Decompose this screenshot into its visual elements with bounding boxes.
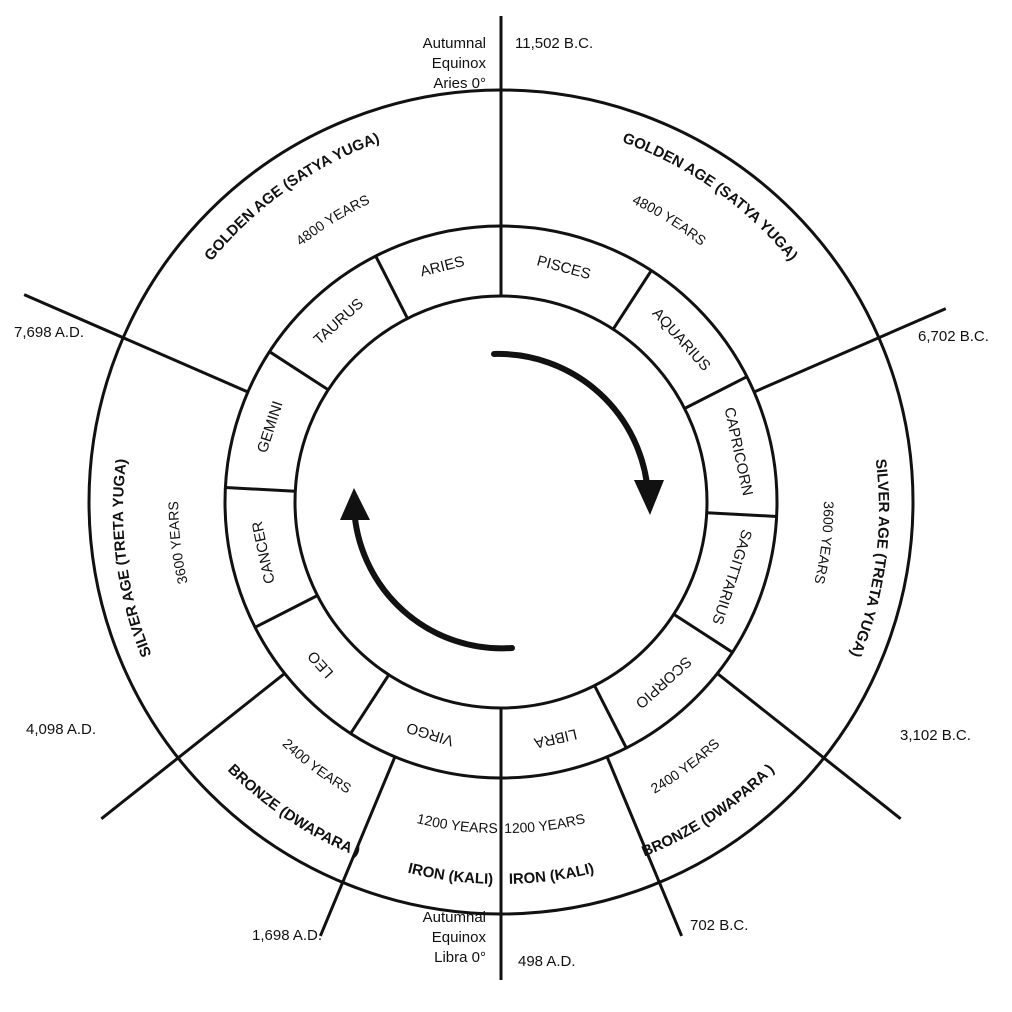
iron-age-left-label: IRON (KALI)	[406, 860, 493, 888]
date-lower-left: 1,698 A.D.	[252, 927, 322, 944]
bronze-age-right-years: 2400 YEARS	[648, 735, 722, 796]
equinox-bottom: Autumnal Equinox Libra 0° 498 A.D.	[423, 909, 576, 970]
zodiac-labels: ARIES TAURUS GEMINI CANCER LEO VIRGO LIBRA SCOR…	[249, 252, 756, 751]
iron-age-left-years: 1200 YEARS	[415, 810, 497, 836]
arrowheads	[340, 480, 664, 520]
equinox-bottom-date: 498 A.D.	[518, 953, 576, 970]
date-middle-right: 3,102 B.C.	[900, 727, 971, 744]
equinox-top-line-1: Autumnal	[423, 35, 486, 52]
zodiac-dividers	[225, 255, 777, 778]
silver-age-right-label: SILVER AGE (TRETA YUGA)	[847, 458, 892, 660]
date-upper-right: 6,702 B.C.	[918, 328, 989, 345]
zodiac-label-gemini: GEMINI	[254, 399, 287, 455]
divider-upper-left	[23, 293, 249, 394]
date-upper-left: 7,698 A.D.	[14, 324, 84, 341]
rotation-arrows	[351, 350, 651, 652]
iron-age-right-label: IRON (KALI)	[509, 860, 596, 888]
arrow-counterclockwise-icon	[351, 503, 515, 652]
iron-age-right-years: 1200 YEARS	[504, 810, 586, 836]
zodiac-label-aries: ARIES	[418, 253, 466, 280]
equinox-top-date: 11,502 B.C.	[515, 35, 593, 52]
zodiac-label-capricorn: CAPRICORN	[721, 406, 756, 498]
date-lower-right: 702 B.C.	[690, 917, 748, 934]
zodiac-divider	[683, 375, 748, 410]
zodiac-label-sagittarius: SAGITTARIUS	[708, 527, 755, 626]
arrow-clockwise-icon	[491, 350, 651, 497]
zodiac-label-cancer: CANCER	[249, 520, 279, 586]
golden-age-right-years: 4800 YEARS	[630, 191, 709, 248]
silver-age-left-years: 3600 YEARS	[165, 501, 191, 586]
equinox-bottom-line-2: Equinox	[432, 929, 487, 946]
zodiac-label-taurus: TAURUS	[311, 295, 367, 348]
zodiac-divider	[706, 511, 777, 518]
divider-upper-right	[753, 307, 947, 394]
zodiac-label-libra: LIBRA	[533, 725, 579, 751]
zodiac-divider	[268, 350, 330, 392]
zodiac-divider	[672, 612, 734, 654]
divider-lower-right	[605, 756, 684, 937]
zodiac-divider	[349, 673, 391, 735]
zodiac-divider	[225, 486, 296, 493]
zodiac-label-pisces: PISCES	[535, 252, 593, 283]
divider-lower-left	[318, 756, 397, 937]
equinox-top-line-3: Aries 0°	[433, 75, 486, 92]
zodiac-label-leo: LEO	[304, 647, 337, 681]
equinox-bottom-line-1: Autumnal	[423, 909, 486, 926]
arrowhead-counterclockwise-icon	[340, 488, 370, 520]
equinox-bottom-line-3: Libra 0°	[434, 949, 486, 966]
divider-middle-right	[716, 672, 902, 820]
zodiac-ring-outer	[223, 224, 779, 780]
divider-middle-left	[100, 672, 286, 820]
equinox-top: Autumnal Equinox Aries 0° 11,502 B.C.	[423, 35, 593, 92]
arrowhead-clockwise-icon	[634, 480, 664, 515]
zodiac-divider	[593, 684, 628, 749]
zodiac-label-scorpio: SCORPIO	[632, 653, 695, 712]
zodiac-divider	[254, 594, 319, 629]
zodiac-divider	[374, 255, 409, 320]
silver-age-left-label: SILVER AGE (TRETA YUGA)	[110, 458, 155, 660]
silver-age-right-years: 3600 YEARS	[811, 501, 837, 586]
bronze-age-left-years: 2400 YEARS	[280, 735, 354, 796]
golden-age-left-years: 4800 YEARS	[293, 191, 372, 248]
equinox-top-line-2: Equinox	[432, 55, 487, 72]
zodiac-label-virgo: VIRGO	[404, 719, 455, 749]
zodiac-divider	[611, 269, 653, 331]
date-middle-left: 4,098 A.D.	[26, 721, 96, 738]
